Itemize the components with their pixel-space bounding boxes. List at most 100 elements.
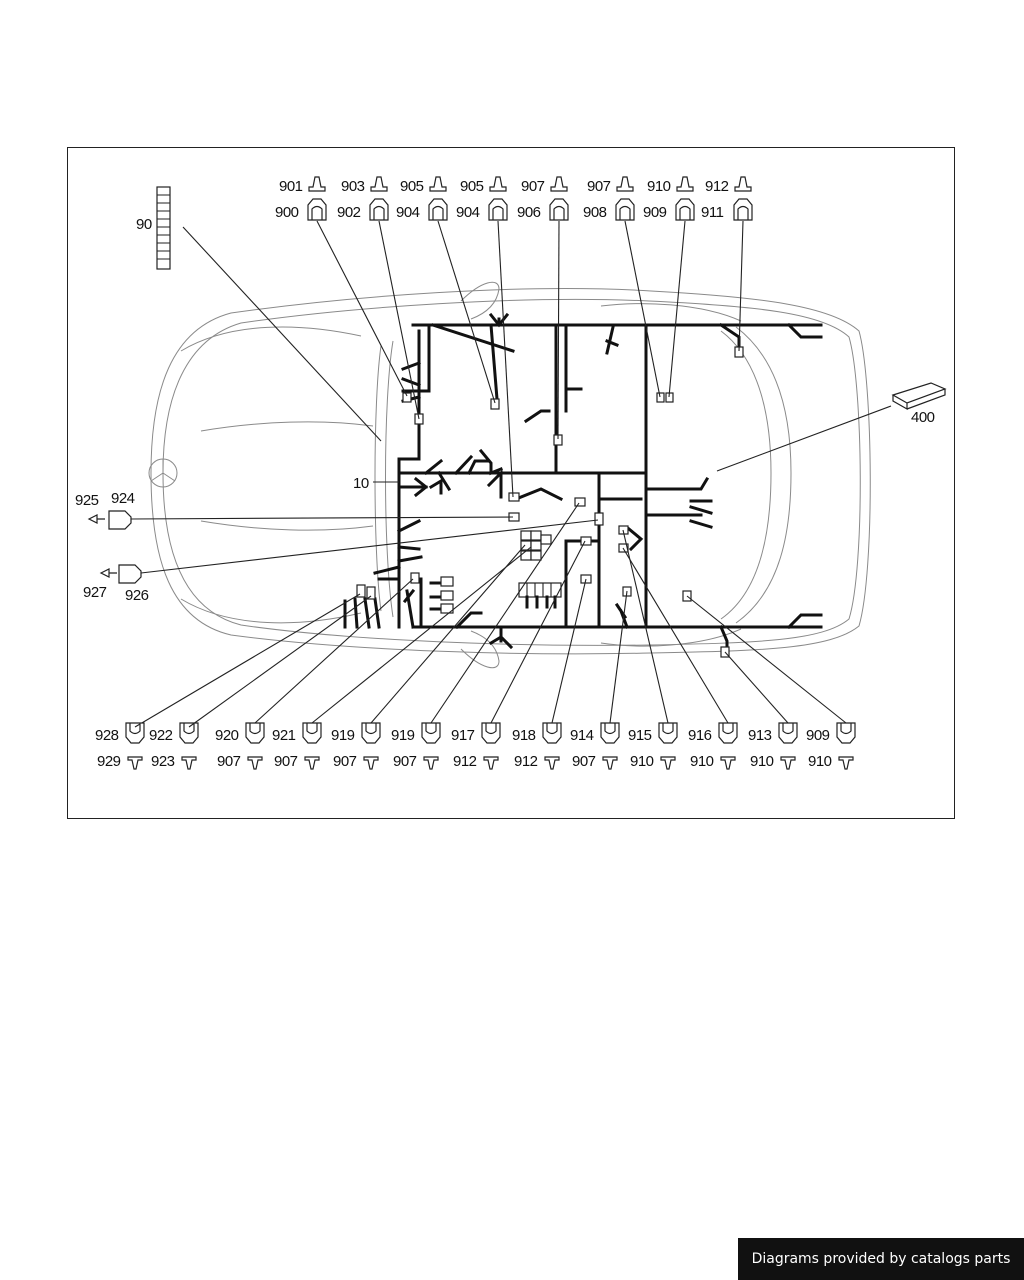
terminal-pin-icon xyxy=(87,514,105,524)
housing-number: 915 xyxy=(628,727,652,744)
connector-housing-icon xyxy=(481,722,501,744)
side-callout-left-lower: 927 926 xyxy=(83,564,149,604)
relay-module-icon xyxy=(156,186,171,270)
pin-number: 907 xyxy=(217,753,241,770)
housing-number: 916 xyxy=(688,727,712,744)
terminal-pin-icon xyxy=(720,756,736,770)
svg-text:925: 925 xyxy=(75,492,99,509)
terminal-pin-icon xyxy=(780,756,796,770)
housing-number: 908 xyxy=(583,204,607,221)
housing-number: 902 xyxy=(337,204,361,221)
housing-number: 928 xyxy=(95,727,119,744)
housing-number: 914 xyxy=(570,727,594,744)
side-callout-left-upper: 925 924 xyxy=(75,490,135,530)
terminal-pin-icon xyxy=(544,756,560,770)
harness-connectors xyxy=(356,346,744,658)
terminal-pin-icon xyxy=(304,756,320,770)
credit-banner: Diagrams provided by catalogs parts xyxy=(738,1238,1024,1280)
pin-number: 907 xyxy=(572,753,596,770)
connector-housing-icon xyxy=(549,198,569,221)
wiring-harness-10 xyxy=(343,312,823,651)
housing-number: 919 xyxy=(331,727,355,744)
connector-housing-icon xyxy=(542,722,562,744)
housing-number: 904 xyxy=(456,204,480,221)
terminal-pin-icon xyxy=(838,756,854,770)
terminal-pin-icon xyxy=(127,756,143,770)
top-callouts: 9019009039029059049059049079069079089109… xyxy=(275,176,753,221)
pin-number: 907 xyxy=(521,178,545,195)
pin-number: 901 xyxy=(279,178,303,195)
terminal-pin-icon xyxy=(308,176,326,192)
connector-housing-icon xyxy=(718,722,738,744)
pin-number: 910 xyxy=(750,753,774,770)
terminal-pin-icon xyxy=(423,756,439,770)
pin-number: 912 xyxy=(453,753,477,770)
connector-housing-icon xyxy=(118,564,142,584)
connector-housing-icon xyxy=(488,198,508,221)
housing-number: 920 xyxy=(215,727,239,744)
connector-housing-icon xyxy=(658,722,678,744)
housing-number: 909 xyxy=(806,727,830,744)
connector-housing-icon xyxy=(307,198,327,221)
pin-number: 910 xyxy=(630,753,654,770)
top-callout: 907 906 xyxy=(517,176,569,221)
terminal-pin-icon xyxy=(676,176,694,192)
pin-number: 910 xyxy=(647,178,671,195)
label-harness: 10 xyxy=(353,475,369,492)
terminal-pin-icon xyxy=(247,756,263,770)
svg-text:924: 924 xyxy=(111,490,135,507)
pin-number: 903 xyxy=(341,178,365,195)
pin-number: 907 xyxy=(393,753,417,770)
label-relay-block: 90 xyxy=(136,216,152,233)
bottom-callout: 920 907 xyxy=(215,722,265,770)
terminal-pin-icon xyxy=(489,176,507,192)
top-callout: 905 904 xyxy=(396,176,448,221)
pin-number: 905 xyxy=(400,178,424,195)
connector-housing-icon xyxy=(302,722,322,744)
terminal-pin-icon xyxy=(602,756,618,770)
terminal-pin-icon xyxy=(660,756,676,770)
label-control-unit: 400 xyxy=(911,409,935,426)
terminal-pin-icon xyxy=(370,176,388,192)
connector-housing-icon xyxy=(421,722,441,744)
connector-housing-icon xyxy=(369,198,389,221)
connector-housing-icon xyxy=(733,198,753,221)
terminal-pin-icon xyxy=(483,756,499,770)
bottom-callout: 916 910 xyxy=(688,722,738,770)
bottom-callout: 914 907 xyxy=(570,722,620,770)
housing-number: 921 xyxy=(272,727,296,744)
connector-housing-icon xyxy=(600,722,620,744)
bottom-callout: 928 929 xyxy=(95,722,145,770)
connector-housing-icon xyxy=(245,722,265,744)
leader-lines xyxy=(130,220,892,728)
control-unit-icon xyxy=(891,382,947,411)
terminal-pin-icon xyxy=(181,756,197,770)
relay-block-90: 90 xyxy=(136,186,171,270)
terminal-pin-icon xyxy=(734,176,752,192)
connector-housing-icon xyxy=(675,198,695,221)
connector-housing-icon xyxy=(361,722,381,744)
connector-housing-icon xyxy=(108,510,132,530)
connector-housing-icon xyxy=(615,198,635,221)
housing-number: 913 xyxy=(748,727,772,744)
housing-number: 906 xyxy=(517,204,541,221)
housing-number: 909 xyxy=(643,204,667,221)
connector-housing-icon xyxy=(428,198,448,221)
bottom-callout: 913 910 xyxy=(748,722,798,770)
car-body-outline xyxy=(148,281,871,669)
connector-housing-icon xyxy=(778,722,798,744)
pin-number: 929 xyxy=(97,753,121,770)
pin-number: 910 xyxy=(690,753,714,770)
pin-number: 912 xyxy=(514,753,538,770)
housing-number: 904 xyxy=(396,204,420,221)
bottom-callout: 915 910 xyxy=(628,722,678,770)
